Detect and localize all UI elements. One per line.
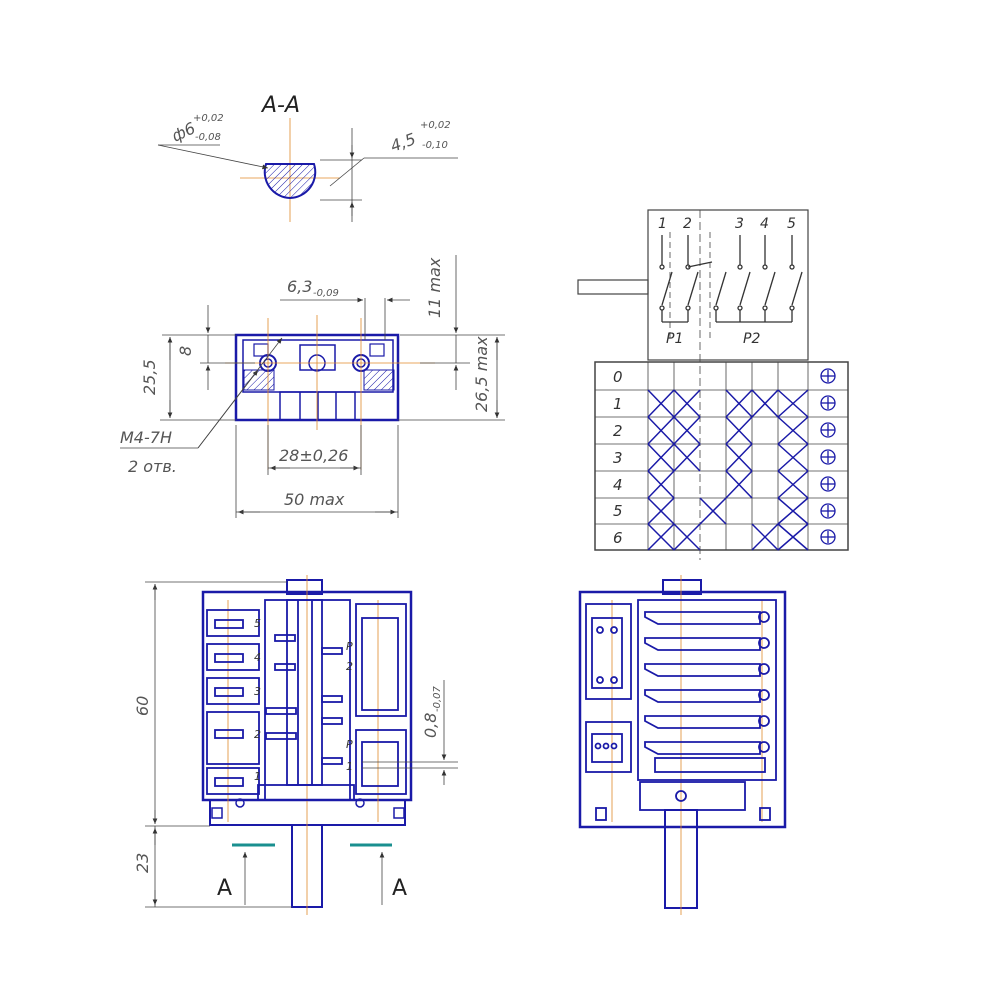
p2-num: 2 bbox=[346, 660, 353, 673]
group-p2: P2 bbox=[743, 331, 760, 347]
contact-schematic: 1 2 3 4 5 bbox=[577, 209, 809, 560]
term-2: 2 bbox=[683, 216, 692, 232]
top-view: 8 25,5 6,3 -0,09 11 max 26,5 max 28±0,26 bbox=[120, 255, 505, 518]
thread-label: M4-7H bbox=[120, 428, 172, 447]
term-3: 3 bbox=[735, 216, 744, 232]
term-5: 5 bbox=[787, 216, 796, 232]
dim-28: 28±0,26 bbox=[279, 446, 348, 465]
dim-6-3: 6,3 bbox=[287, 277, 312, 296]
dim-25-5: 25,5 bbox=[140, 359, 159, 395]
flat-tol-lower: -0,10 bbox=[422, 140, 448, 151]
pos-4: 4 bbox=[613, 476, 623, 494]
dim-23: 23 bbox=[133, 853, 152, 873]
knob-position-icons bbox=[820, 368, 836, 545]
p2-label: P bbox=[346, 640, 353, 653]
front-view: 5 4 3 2 1 P 2 P 1 bbox=[133, 575, 458, 915]
pos-3: 3 bbox=[613, 449, 623, 467]
section-mark-left: A bbox=[217, 876, 232, 901]
dim-0-8: 0,8 bbox=[421, 713, 440, 738]
rear-view bbox=[578, 575, 787, 915]
section-a-a: A-A ф6 +0,02 -0,08 4,5 +0,02 -0,10 bbox=[157, 93, 458, 222]
term-4: 4 bbox=[760, 216, 769, 232]
shaft-section bbox=[263, 163, 317, 200]
pos-6: 6 bbox=[613, 529, 623, 547]
flat-dim: 4,5 bbox=[388, 129, 418, 156]
dim-11max: 11 max bbox=[425, 257, 444, 318]
section-mark-right: A bbox=[392, 876, 407, 901]
pos-0: 0 bbox=[613, 368, 623, 386]
flat-tol-upper: +0,02 bbox=[420, 120, 451, 131]
pos-5: 5 bbox=[613, 502, 623, 520]
dim-26-5max: 26,5 max bbox=[472, 336, 491, 412]
left-label-4: 4 bbox=[254, 651, 261, 664]
dim-0-8-tol: -0,07 bbox=[432, 685, 443, 712]
p1-num: 1 bbox=[346, 760, 353, 773]
pos-1: 1 bbox=[613, 395, 623, 413]
diameter-tol-lower: -0,08 bbox=[195, 132, 221, 143]
diameter-tol-upper: +0,02 bbox=[193, 113, 224, 124]
dim-60: 60 bbox=[133, 696, 152, 716]
term-1: 1 bbox=[658, 216, 667, 232]
group-p1: P1 bbox=[666, 331, 683, 347]
dim-6-3-tol: -0,09 bbox=[313, 288, 339, 299]
holes-label: 2 отв. bbox=[128, 457, 177, 476]
switching-table: 0 1 2 3 4 5 6 bbox=[594, 361, 849, 551]
section-title: A-A bbox=[260, 93, 300, 118]
p1-label: P bbox=[346, 738, 353, 751]
left-label-2: 2 bbox=[254, 728, 261, 741]
dim-50max: 50 max bbox=[284, 490, 345, 509]
dim-8: 8 bbox=[176, 346, 195, 356]
left-label-3: 3 bbox=[254, 685, 261, 698]
left-label-5: 5 bbox=[254, 617, 261, 630]
pos-2: 2 bbox=[613, 422, 623, 440]
left-label-1: 1 bbox=[254, 770, 261, 783]
